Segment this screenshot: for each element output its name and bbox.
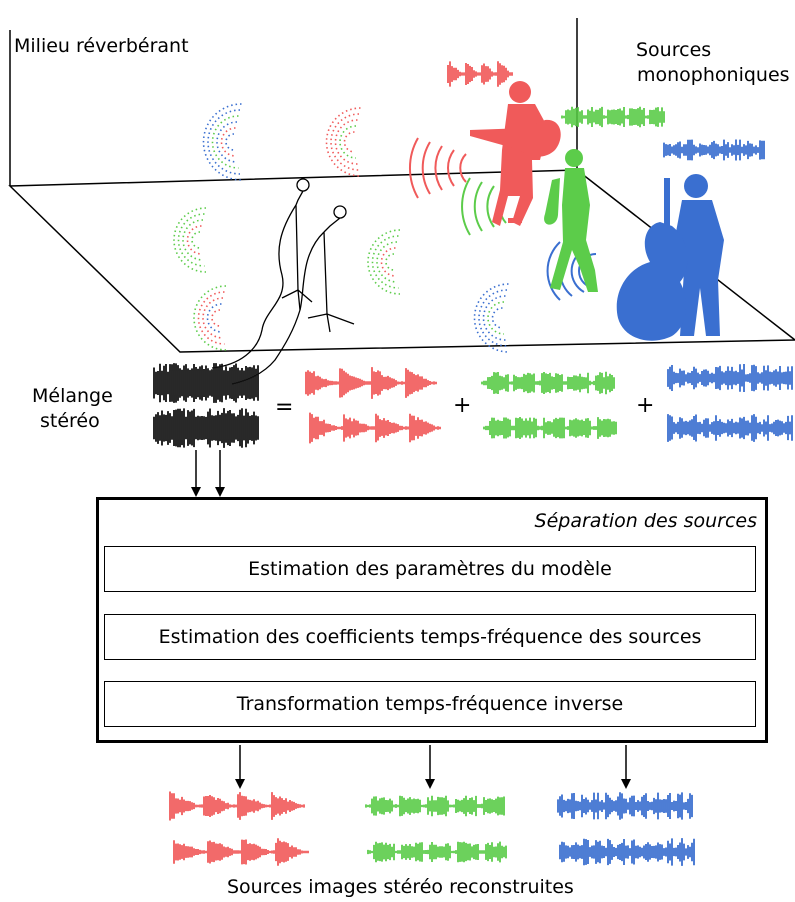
reverb-arc [202,103,242,181]
reverb-arc [367,229,401,295]
reverb-arc [343,131,355,153]
waveform-icon [447,61,513,87]
mix-label-line2: stéréo [40,410,100,432]
reverb-arc [334,119,358,165]
reverb-arc [216,121,238,163]
reverb-arc [211,309,221,327]
waveform-icon [365,795,505,817]
reverb-arc [207,109,241,175]
room-outline [8,18,795,353]
reverb-arc [473,283,509,353]
waveform-icon [481,371,615,395]
reverb-arc [491,307,503,329]
reverb-arc [385,253,395,271]
waveform-icon [153,363,259,403]
waveforms [153,61,793,866]
reverb-arc [202,297,224,339]
waveform-icon [305,367,437,399]
waveform-icon [309,412,441,444]
reverb-arc [197,291,225,345]
reverb-arc [371,235,399,289]
separation-title: Séparation des sources [534,510,757,532]
waveform-icon [667,414,793,442]
environment-label: Milieu réverbérant [14,35,189,57]
separation-block: Séparation des sources [96,497,768,743]
reverb-arc [186,225,202,255]
sources-label-line2: monophoniques [637,64,790,86]
microphone-icon [211,178,355,385]
reverb-arc [339,125,357,159]
output-label: Sources images stéréo reconstruites [227,876,574,898]
reverb-arc [193,285,227,351]
step-model-estimation: Estimation des paramètres du modèle [104,546,756,592]
reverb-arc [380,247,396,277]
step-coefficient-estimation: Estimation des coefficients temps-fréque… [104,614,756,660]
output-arrows [235,745,631,789]
waveform-icon [667,364,793,392]
waveform-icon [557,792,693,820]
reverb-arcs [173,103,509,353]
reverb-arc [182,219,204,261]
reverb-arc [482,295,506,341]
reverb-arc [376,241,398,283]
reverb-arc [225,133,235,151]
guitarist-icon [470,81,561,226]
reverb-arc [330,113,360,171]
reverb-arc [206,303,222,333]
reverb-arc [211,115,239,169]
saxophonist-icon [544,149,598,292]
equals-sign: = [275,395,294,420]
reverb-arc [173,207,207,273]
waveform-icon [483,417,617,439]
sources-label-line1: Sources [636,39,712,61]
reverb-arc [325,107,361,177]
reverb-arc [487,301,505,335]
reverb-arc [191,231,201,249]
reverb-arc [220,127,236,157]
plus-sign-1: + [453,393,472,418]
step-inverse-transform: Transformation temps-fréquence inverse [104,681,756,727]
waveform-icon [559,838,695,866]
input-arrows [191,450,225,497]
waveform-icon [173,838,309,866]
waveform-icon [367,841,507,863]
guitar-sound-arcs [408,137,467,199]
waveform-icon [153,408,259,448]
mix-label-line1: Mélange [32,385,113,407]
waveform-icon [561,106,665,128]
plus-sign-2: + [636,393,655,418]
bassist-icon [616,174,724,341]
waveform-icon [169,791,305,821]
waveform-icon [663,139,765,161]
reverb-arc [478,289,508,347]
reverb-arc [177,213,205,267]
